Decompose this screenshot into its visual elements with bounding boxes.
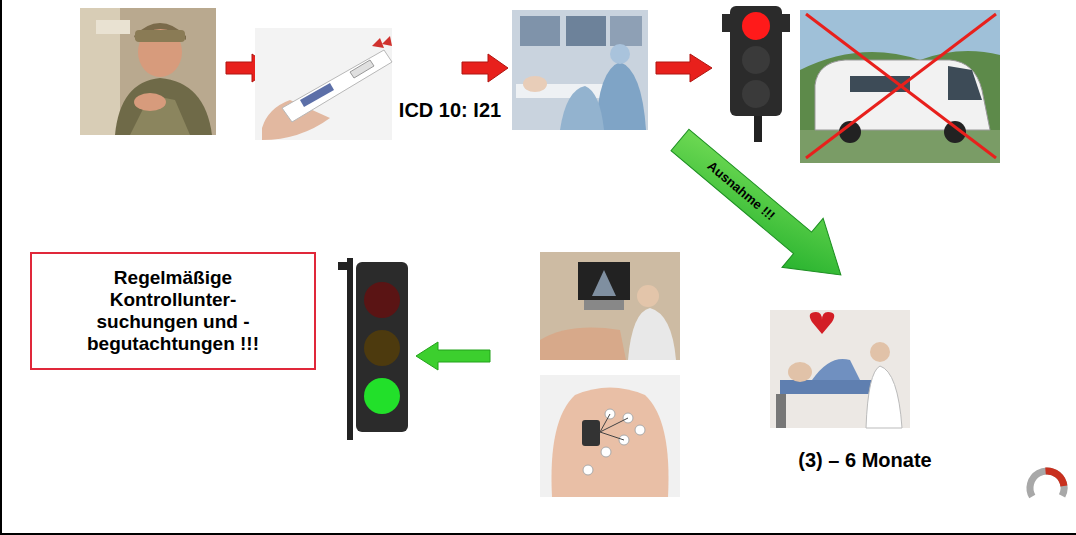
patient-photo <box>80 8 216 135</box>
traffic-light-green <box>338 258 408 440</box>
cath-lab-photo <box>512 10 648 130</box>
node-text: ICD 10: I21 <box>392 98 508 122</box>
node-text: (3) – 6 Monate <box>762 448 968 472</box>
traffic-light-red <box>722 6 790 142</box>
note-box: Regelmäßige Kontrollunter- suchungen und… <box>30 252 316 370</box>
exception-arrow <box>659 115 861 299</box>
return-arrow <box>416 342 490 370</box>
frame-line <box>0 533 1076 535</box>
camper-photo <box>800 10 1000 163</box>
code-label-node: ICD 10: I21 <box>392 84 508 136</box>
test-strip-photo <box>255 28 392 140</box>
duration-label-node: (3) – 6 Monate <box>760 442 970 478</box>
frame-line <box>0 0 2 534</box>
echo-photo <box>540 252 680 360</box>
arrow-label: Ausnahme !!! <box>704 158 778 224</box>
holter-photo <box>540 375 680 497</box>
logo <box>1024 465 1070 511</box>
rehab-photo <box>770 310 910 428</box>
node-text: Regelmäßige Kontrollunter- suchungen und… <box>83 267 263 355</box>
